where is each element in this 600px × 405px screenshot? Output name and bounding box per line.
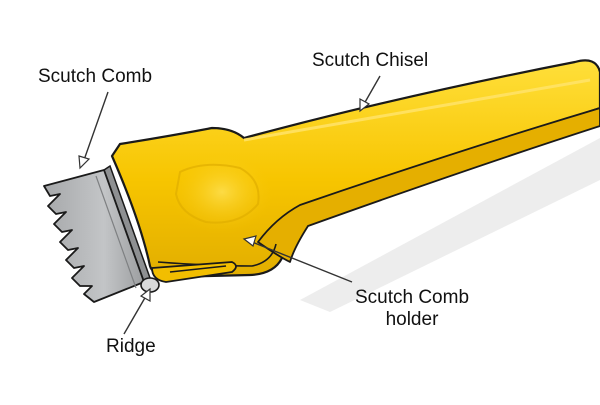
label-holder-line2: holder	[385, 309, 439, 330]
label-scutch-comb-holder: Scutch Comb holder	[338, 287, 486, 331]
leader-scutch-comb-holder	[242, 235, 353, 283]
holder-socket-edge	[157, 243, 277, 267]
shaft-top-edge	[243, 78, 591, 142]
holder-slot	[169, 265, 227, 273]
label-holder-line1: Scutch Comb	[354, 287, 470, 308]
label-scutch-chisel: Scutch Chisel	[312, 50, 429, 71]
leader-scutch-comb	[78, 91, 109, 170]
head-dimple	[174, 163, 260, 224]
leader-scutch-chisel	[359, 75, 381, 113]
shaft-bevel	[257, 107, 600, 263]
label-ridge: Ridge	[106, 336, 156, 357]
blade-edge-line	[95, 175, 137, 289]
label-scutch-comb: Scutch Comb	[38, 66, 153, 87]
leader-ridge	[123, 287, 151, 335]
cast-shadow	[300, 138, 600, 312]
scutch-comb-teeth	[43, 169, 145, 303]
